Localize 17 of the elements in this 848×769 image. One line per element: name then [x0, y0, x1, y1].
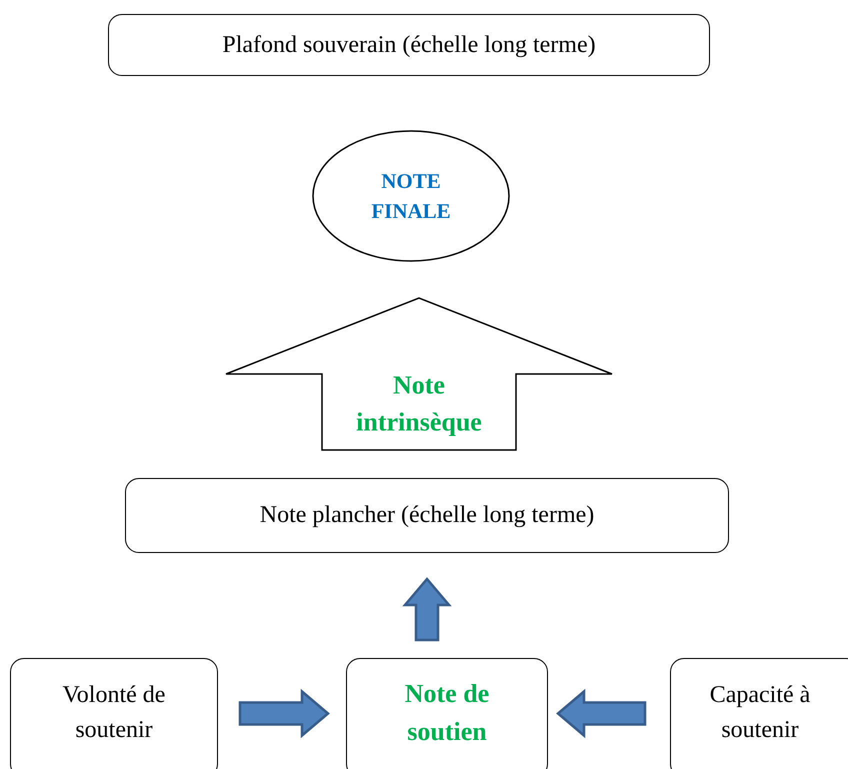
support-rating-box — [346, 658, 548, 769]
willingness-box — [10, 658, 218, 769]
floor-rating-box — [125, 478, 729, 553]
outlined-block-arrow — [225, 297, 613, 451]
final-rating-ellipse — [312, 130, 510, 262]
node-label: Capacité à soutenir — [708, 681, 812, 745]
node-label: NOTE FINALE — [370, 168, 452, 225]
node-label: Note de soutien — [404, 678, 490, 748]
node-label: Volonté de soutenir — [62, 681, 166, 745]
node-label: Note plancher (échelle long terme) — [260, 501, 594, 530]
edge-label: Note intrinsèque — [355, 370, 483, 438]
block-arrow — [556, 688, 646, 738]
title-box — [108, 14, 710, 76]
node-label: Plafond souverain (échelle long terme) — [222, 30, 596, 60]
capacity-box — [670, 658, 848, 769]
block-arrow — [238, 688, 330, 738]
block-arrow — [402, 577, 452, 642]
